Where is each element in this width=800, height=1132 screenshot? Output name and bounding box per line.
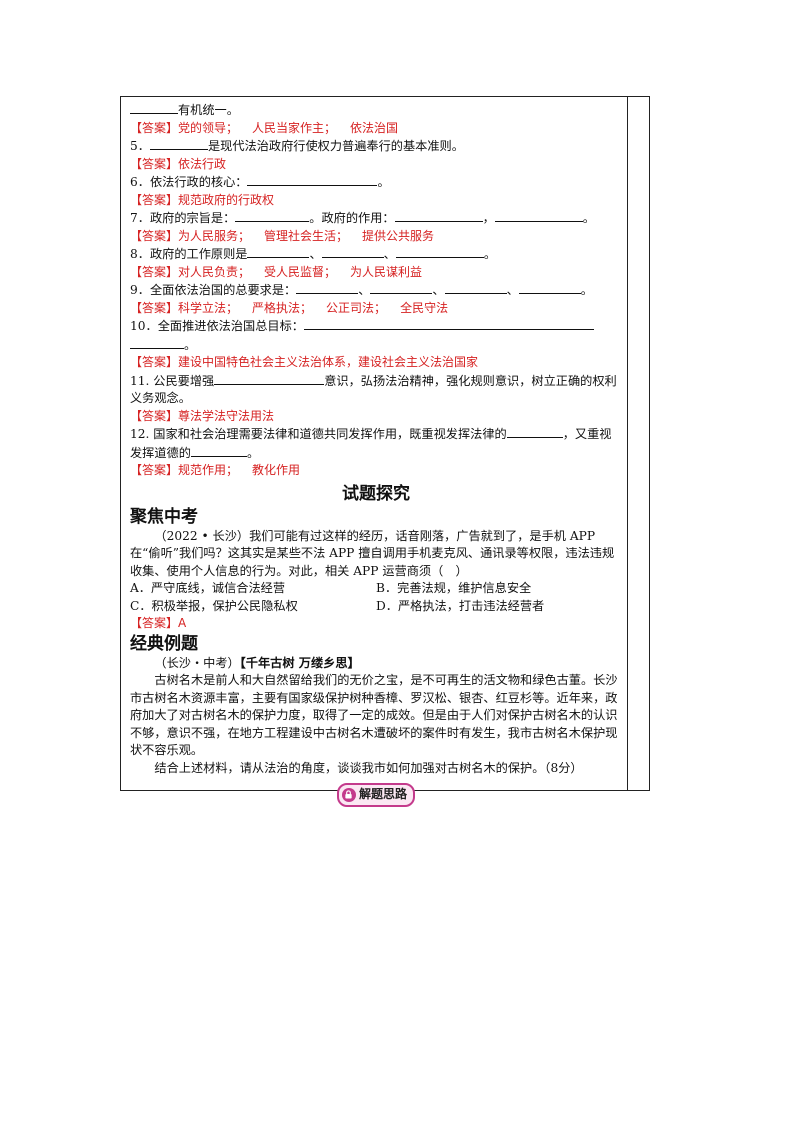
classic-heading: 经典例题 (130, 633, 198, 654)
option-c: C．积极举报，保护公民隐私权 (130, 598, 298, 613)
question-9: 9．全面依法治国的总要求是：、、、。 (130, 283, 593, 297)
answer-6: 【答案】规范政府的行政权 (130, 192, 275, 207)
worksheet-content: 有机统一。 【答案】党的领导；人民当家作主；依法治国 5．是现代法治政府行使权力… (130, 101, 622, 807)
question-5: 5．是现代法治政府行使权力普遍奉行的基本准则。 (130, 139, 464, 153)
focus-heading: 聚焦中考 (130, 506, 198, 527)
question-8: 8．政府的工作原则是、、。 (130, 247, 497, 261)
hint-button[interactable]: 解题思路 (336, 783, 415, 807)
option-d: D．严格执法，打击违法经营者 (376, 598, 545, 613)
question-6: 6．依法行政的核心：。 (130, 175, 390, 189)
hint-container: 解题思路 (130, 783, 622, 807)
option-a: A．严守底线，诚信合法经营 (130, 581, 286, 595)
answer-4: 【答案】党的领导；人民当家作主；依法治国 (130, 120, 399, 135)
focus-answer: 【答案】A (130, 616, 187, 630)
hint-label: 解题思路 (358, 787, 407, 801)
focus-question: （2022 • 长沙）我们可能有过这样的经历，话音刚落，广告就到了，是手机 AP… (130, 528, 615, 578)
question-10: 10．全面推进依法治国总目标： (130, 317, 622, 336)
answer-12: 【答案】规范作用；教化作用 (130, 463, 301, 477)
options-row-2: C．积极举报，保护公民隐私权 D．严格执法，打击违法经营者 (130, 598, 622, 616)
side-column-divider (627, 97, 628, 790)
worksheet-frame: 有机统一。 【答案】党的领导；人民当家作主；依法治国 5．是现代法治政府行使权力… (120, 96, 650, 807)
section-title: 试题探究 (342, 483, 410, 504)
classic-source: （长沙・中考）【千年古树 万缕乡思】 (154, 655, 360, 670)
options-row-1: A．严守底线，诚信合法经营 B．完善法规，维护信息安全 (130, 580, 622, 598)
answer-8: 【答案】对人民负责；受人民监督；为人民谋利益 (130, 264, 423, 279)
answer-11: 【答案】尊法学法守法用法 (130, 408, 275, 423)
option-b: B．完善法规，维护信息安全 (376, 581, 532, 595)
classic-paragraph-1: 古树名木是前人和大自然留给我们的无价之宝，是不可再生的活文物和绿色古董。长沙市古… (130, 673, 618, 757)
question-10-cont: 。 (130, 336, 622, 355)
classic-paragraph-2: 结合上述材料，请从法治的角度，谈谈我市如何加强对古树名木的保护。（8分） (154, 760, 583, 775)
question-7: 7．政府的宗旨是：。政府的作用：，。 (130, 211, 595, 225)
lock-icon (341, 787, 356, 802)
q4-tail: 有机统一。 (130, 101, 622, 120)
question-12: 12. 国家和社会治理需要法律和道德共同发挥作用，既重视发挥法律的，又重视发挥道… (130, 427, 612, 460)
answer-9: 【答案】科学立法；严格执法；公正司法；全民守法 (130, 300, 449, 315)
answer-10: 【答案】建设中国特色社会主义法治体系，建设社会主义法治国家 (130, 355, 479, 369)
answer-5: 【答案】依法行政 (130, 156, 227, 171)
question-11: 11. 公民要增强意识，弘扬法治精神，强化规则意识，树立正确的权利义务观念。 (130, 373, 617, 406)
answer-7: 【答案】为人民服务；管理社会生活；提供公共服务 (130, 228, 435, 243)
